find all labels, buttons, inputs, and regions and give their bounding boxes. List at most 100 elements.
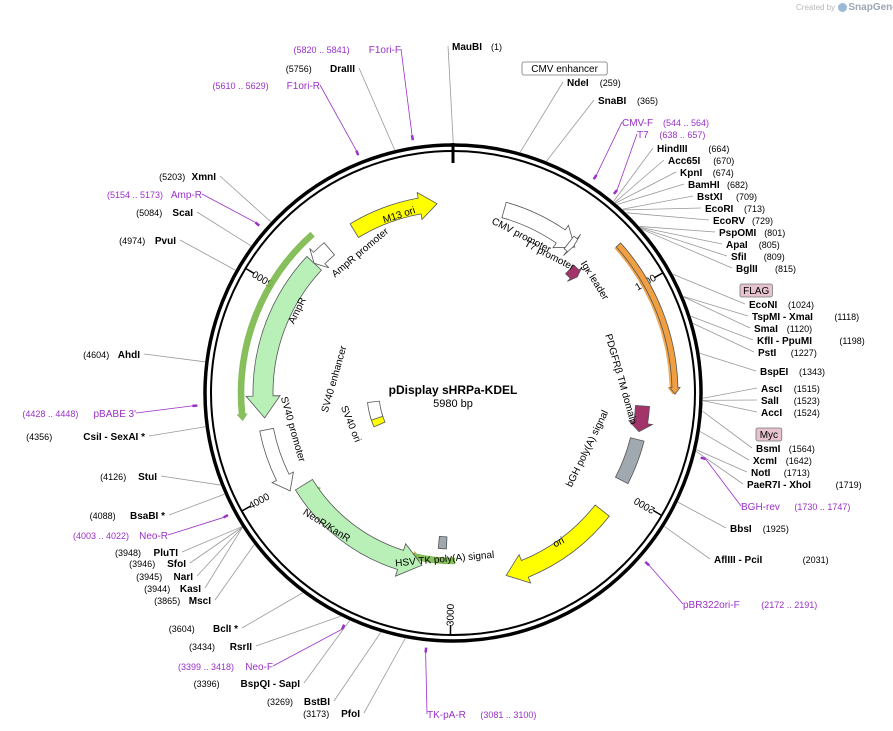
feature-label-sv40-ori: SV40 ori xyxy=(338,404,363,444)
plasmid-size: 5980 bp xyxy=(433,398,473,410)
enzyme-leader xyxy=(664,526,711,560)
enzyme-sfii: SfiI xyxy=(731,252,747,263)
primer-leader xyxy=(167,517,224,536)
enzyme-leader xyxy=(363,638,406,714)
enzyme-leader xyxy=(683,296,751,329)
enzyme-pos-kasi: (3944) xyxy=(144,584,170,594)
enzyme-pos-nari: (3945) xyxy=(136,572,162,582)
enzyme-maubi: MauBI xyxy=(452,42,482,53)
enzyme-leader xyxy=(640,226,723,245)
enzyme-leader xyxy=(143,353,206,363)
primer-mark-neo-r xyxy=(222,513,229,519)
snapgene-logo-icon xyxy=(838,3,848,12)
enzyme-pos-acc65i: (670) xyxy=(713,156,734,166)
primer-neo-f: Neo-F xyxy=(245,662,273,673)
enzyme-leader xyxy=(695,450,744,485)
enzyme-pos-bstxi: (709) xyxy=(736,192,757,202)
watermark-text: Created by xyxy=(796,3,836,12)
primer-mark-f1ori-r xyxy=(355,150,360,156)
enzyme-pos-pfoi: (3173) xyxy=(303,709,329,719)
enzyme-pspomi: PspOMI xyxy=(719,228,756,239)
feature-cmv-promoter xyxy=(501,201,576,249)
enzyme-pos-bsmi: (1564) xyxy=(789,444,815,454)
enzyme-pos-msci: (3865) xyxy=(154,596,180,606)
enzyme-bsabi: BsaBI * xyxy=(130,511,165,522)
enzyme-pos-tspmi-xmai: (1118) xyxy=(834,312,859,322)
primer-range-cmv-f: (544 .. 564) xyxy=(663,118,709,128)
primer-mark-cmv-f xyxy=(592,174,598,180)
enzyme-pos-ndei: (259) xyxy=(600,78,621,88)
primer-leader xyxy=(705,458,742,507)
enzyme-draiii: DraIII xyxy=(330,64,355,75)
primer-mark-amp-r xyxy=(254,221,261,227)
tick-5000 xyxy=(245,267,255,275)
enzyme-pos-snabi: (365) xyxy=(637,96,658,106)
enzyme-xmni: XmnI xyxy=(192,172,217,183)
feature-pdgfrb-tm-domain xyxy=(627,405,654,433)
primer-tk-pa-r: TK-pA-R xyxy=(427,710,466,721)
enzyme-apai: ApaI xyxy=(726,240,748,251)
enzyme-acc65i: Acc65I xyxy=(668,156,700,167)
enzyme-leader xyxy=(626,212,710,221)
enzyme-kpni: KpnI xyxy=(680,168,702,179)
enzyme-leader xyxy=(181,526,242,553)
tag-flag: FLAG xyxy=(743,286,769,297)
primer-leader xyxy=(201,193,256,223)
enzyme-pos-draiii: (5756) xyxy=(286,64,312,74)
tick-1000 xyxy=(653,272,664,279)
enzyme-pos-hindiii: (664) xyxy=(708,144,729,154)
enzyme-leader xyxy=(196,211,252,247)
enzyme-leader xyxy=(677,501,727,529)
enzyme-pos-bspei: (1343) xyxy=(799,367,825,377)
watermark-brand: SnapGene xyxy=(848,2,893,13)
enzyme-pos-pvui: (4974) xyxy=(119,236,145,246)
enzyme-leader xyxy=(519,81,564,153)
enzyme-hindiii: HindIII xyxy=(657,144,688,155)
tag-box-myc xyxy=(755,427,783,442)
enzyme-leader xyxy=(613,147,654,202)
primer-leader xyxy=(648,564,684,605)
enzyme-leader xyxy=(179,239,236,271)
enzyme-pos-bspqi-sapi: (3396) xyxy=(194,679,220,689)
enzyme-pos-sfii: (809) xyxy=(764,252,785,262)
enzyme-pos-pluti: (3948) xyxy=(115,548,141,558)
plasmid-name: pDisplay sHRPa-KDEL xyxy=(389,383,518,397)
enzyme-leader xyxy=(358,67,396,151)
enzyme-leader xyxy=(702,387,758,399)
enzyme-leader xyxy=(614,159,665,203)
enzyme-pos-kpni: (674) xyxy=(713,168,734,178)
primer-mark-f1ori-f xyxy=(410,135,415,141)
enzyme-asci: AscI xyxy=(761,384,782,395)
feature-neor-kanr xyxy=(294,478,423,577)
enzyme-bstbi: BstBI xyxy=(304,697,330,708)
enzyme-pos-afliii-pcii: (2031) xyxy=(803,555,829,565)
primer-bgh-rev: BGH-rev xyxy=(741,502,780,513)
tick-4000 xyxy=(241,505,251,512)
primer-range-neo-f: (3399 .. 3418) xyxy=(178,662,234,672)
orf-arrow xyxy=(236,231,315,422)
enzyme-kfli-ppumi: KflI - PpuMI xyxy=(757,336,812,347)
enzyme-acci: AccI xyxy=(761,408,782,419)
feature-sv40-promoter xyxy=(259,427,294,492)
tag-myc: Myc xyxy=(760,430,778,441)
enzyme-bcli: BclI * xyxy=(213,624,238,635)
primer-marks xyxy=(192,135,706,653)
feature-arrows xyxy=(245,191,681,584)
enzyme-leader xyxy=(702,410,753,449)
enzyme-msci: MscI xyxy=(189,596,211,607)
feature-t7-promoter xyxy=(563,234,581,256)
primer-amp-r: Amp-R xyxy=(171,190,202,201)
enzyme-pos-pspomi: (801) xyxy=(764,228,785,238)
primer-cmv-f: CMV-F xyxy=(622,118,653,129)
enzyme-pos-bamhi: (682) xyxy=(727,180,748,190)
enzyme-bspei: BspEI xyxy=(760,367,789,378)
enzyme-leader xyxy=(447,45,454,144)
enzyme-bglii: BglII xyxy=(736,264,758,275)
tick-label-2000: 2000 xyxy=(632,494,657,515)
enzyme-xcmi: XcmI xyxy=(753,456,777,467)
enzyme-pos-csii-sexai: (4356) xyxy=(26,432,52,442)
enzyme-bamhi: BamHI xyxy=(688,180,720,191)
enzyme-leader xyxy=(196,527,243,577)
enzyme-pos-acci: (1524) xyxy=(794,408,820,418)
enzyme-pos-econi: (1024) xyxy=(788,300,814,310)
